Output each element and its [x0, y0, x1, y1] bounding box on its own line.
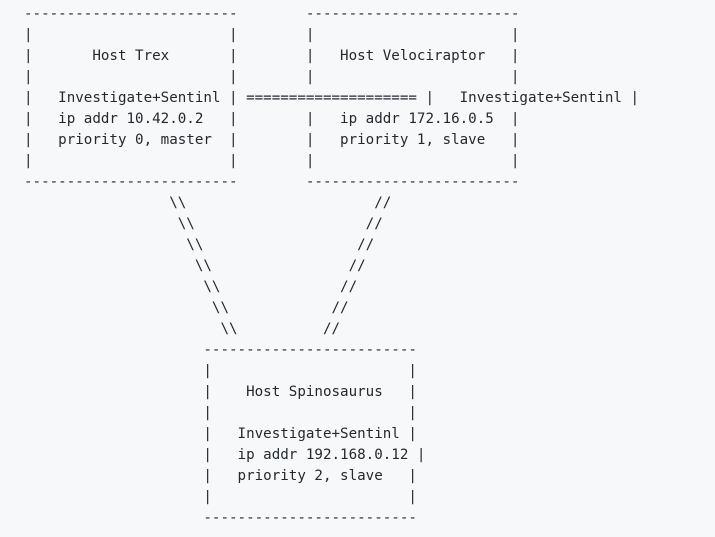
box-side-borders-row: | | | |	[24, 27, 520, 43]
spinosaurus-top-border: -------------------------	[24, 342, 417, 358]
box-side-borders-row: | | | |	[24, 153, 520, 169]
spinosaurus-priority-row: | priority 2, slave |	[24, 468, 417, 484]
spinosaurus-bottom-border: -------------------------	[24, 510, 417, 526]
trex-velociraptor-bottom-border: ------------------------- --------------…	[24, 174, 520, 190]
trex-velociraptor-top-border: ------------------------- --------------…	[24, 6, 520, 22]
diagonal-links-row: \\ //	[24, 321, 341, 337]
spinosaurus-title-row: | Host Spinosaurus |	[24, 384, 417, 400]
spinosaurus-side-borders-row: | |	[24, 363, 417, 379]
diagonal-links-row: \\ //	[24, 195, 392, 211]
host-title-row: | Host Trex | | Host Velociraptor |	[24, 48, 520, 64]
diagonal-links-row: \\ //	[24, 279, 358, 295]
host-ip-row: | ip addr 10.42.0.2 | | ip addr 172.16.0…	[24, 111, 520, 127]
box-side-borders-row: | | | |	[24, 69, 520, 85]
diagonal-links-row: \\ //	[24, 258, 366, 274]
spinosaurus-side-borders-row: | |	[24, 489, 417, 505]
diagonal-links-row: \\ //	[24, 216, 383, 232]
spinosaurus-side-borders-row: | |	[24, 405, 417, 421]
spinosaurus-software-row: | Investigate+Sentinl |	[24, 426, 417, 442]
host-software-and-link-row: | Investigate+Sentinl | ================…	[24, 90, 639, 106]
diagonal-links-row: \\ //	[24, 300, 349, 316]
host-priority-row: | priority 0, master | | priority 1, sla…	[24, 132, 520, 148]
diagonal-links-row: \\ //	[24, 237, 375, 253]
spinosaurus-ip-row: | ip addr 192.168.0.12 |	[24, 447, 426, 463]
